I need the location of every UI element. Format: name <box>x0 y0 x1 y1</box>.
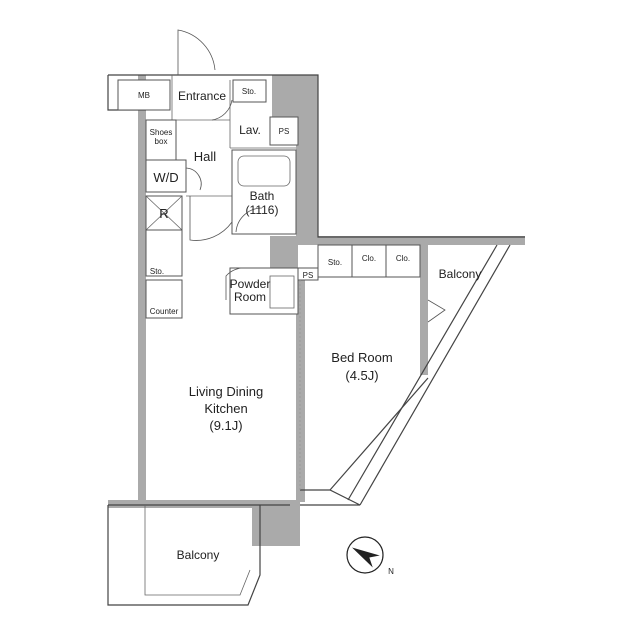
label-bedroom-1: Bed Room <box>331 350 392 365</box>
label-balcony-bottom: Balcony <box>177 548 220 562</box>
label-shoes-box-2: box <box>155 137 168 146</box>
label-ldk-1: Living Dining <box>189 384 263 399</box>
compass <box>346 536 384 574</box>
label-wd: W/D <box>153 170 178 185</box>
label-ps-top: PS <box>279 127 290 136</box>
label-entrance: Entrance <box>178 89 226 103</box>
label-clo-2: Clo. <box>396 254 410 263</box>
label-ldk-3: (9.1J) <box>209 418 242 433</box>
label-bedroom-2: (4.5J) <box>345 368 378 383</box>
label-sto-top: Sto. <box>242 87 256 96</box>
outlines <box>107 74 525 606</box>
walls <box>108 75 525 546</box>
label-shoes-box-1: Shoes <box>150 128 173 137</box>
room-labels: MB Entrance Sto. Lav. PS Shoes box Hall … <box>138 87 481 576</box>
label-counter: Counter <box>150 307 179 316</box>
label-bath-2: (1116) <box>246 203 279 217</box>
label-sto-bed: Sto. <box>328 258 342 267</box>
doors <box>177 29 446 323</box>
label-sto-kitchen: Sto. <box>150 267 164 276</box>
label-powder-1: Powder <box>230 277 271 291</box>
label-balcony-right: Balcony <box>439 267 482 281</box>
label-clo-1: Clo. <box>362 254 376 263</box>
label-mb: MB <box>138 91 150 100</box>
label-ps-mid: PS <box>303 271 314 280</box>
label-hall: Hall <box>194 149 217 164</box>
compass-letter: N <box>388 567 394 576</box>
label-ldk-2: Kitchen <box>204 401 247 416</box>
label-bath-1: Bath <box>250 189 275 203</box>
label-lav: Lav. <box>239 123 261 137</box>
label-powder-2: Room <box>234 290 266 304</box>
label-r: R <box>159 206 168 221</box>
